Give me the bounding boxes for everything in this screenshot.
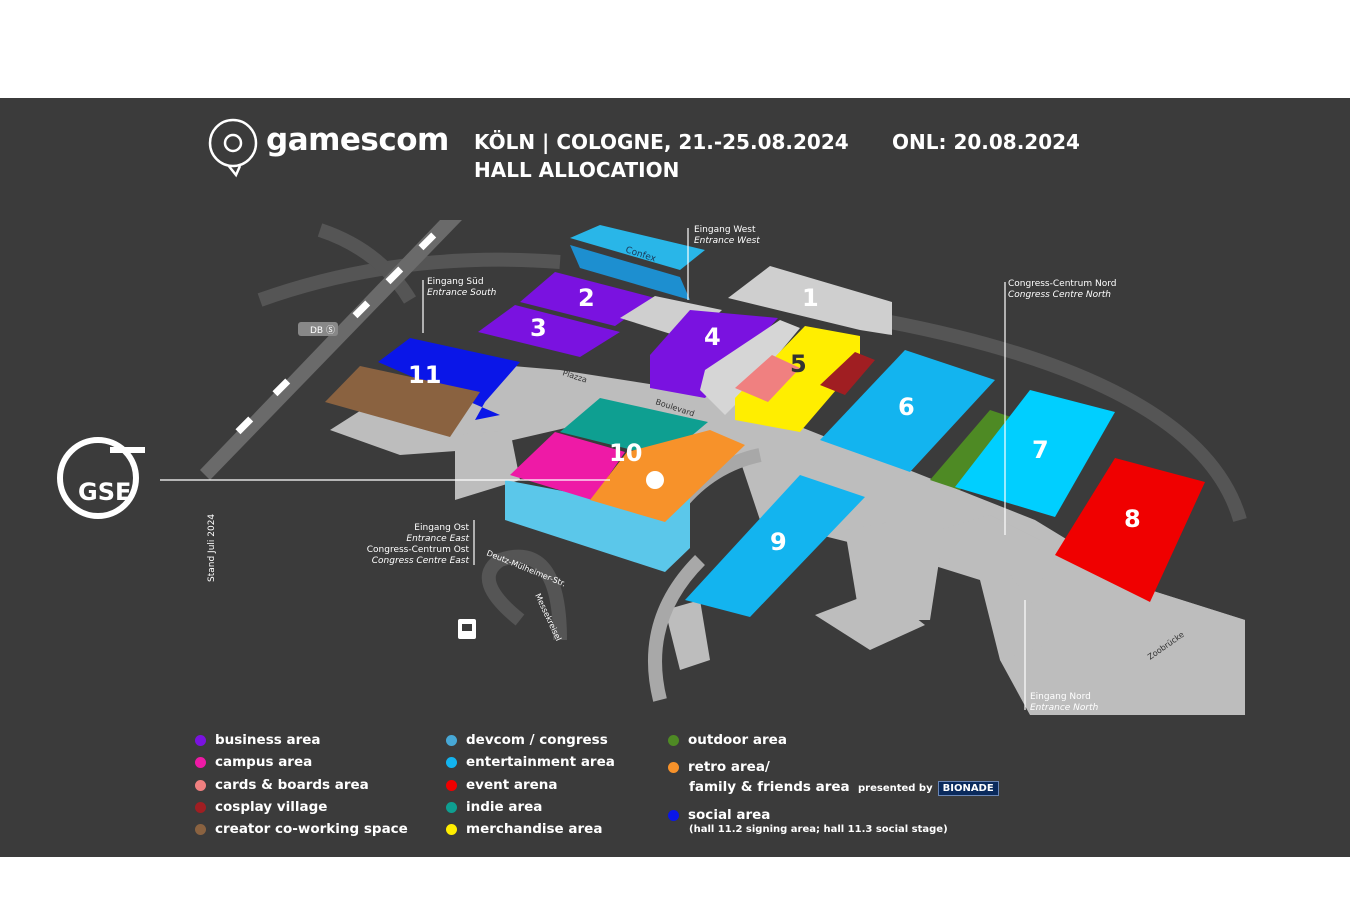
hall-4	[650, 310, 778, 398]
ramp	[648, 555, 705, 702]
hall-10-campus	[510, 432, 625, 500]
hall-label-6: 6	[898, 393, 915, 421]
legend-retro-line2: family & friends area	[689, 779, 850, 795]
legend-social: social area	[668, 807, 770, 823]
outdoor-area	[930, 410, 1020, 490]
entrance-pointers	[160, 228, 1026, 710]
hall-label-8: 8	[1124, 505, 1141, 533]
hall-9	[685, 475, 865, 617]
legend-cosplay: cosplay village	[195, 799, 327, 815]
hall-label-10: 10	[609, 439, 642, 467]
location-marker	[646, 471, 664, 489]
legend-business: business area	[195, 732, 321, 748]
legend-merch: merchandise area	[446, 821, 602, 837]
hall-label-7: 7	[1032, 436, 1049, 464]
hall-label-11: 11	[408, 361, 441, 389]
db-station-icon	[298, 322, 338, 336]
cc-east-en: Congress Centre East	[372, 556, 470, 566]
entrance-east-en: Entrance East	[406, 534, 469, 544]
hall-5-cosplay	[820, 352, 875, 395]
entrance-south-en: Entrance South	[427, 288, 497, 298]
cc-north-en: Congress Centre North	[1008, 290, 1111, 300]
hall-numbers: 1 2 3 4 5 6 7 8 9 10 11	[408, 284, 1141, 556]
cc-north-de: Congress-Centrum Nord	[1008, 279, 1116, 289]
legend-devcom: devcom / congress	[446, 732, 608, 748]
entrance-north-en: Entrance North	[1030, 703, 1099, 713]
hall-10-retro	[590, 430, 745, 522]
onl-date: ONL: 20.08.2024	[892, 130, 1080, 154]
cc-east-de: Congress-Centrum Ost	[367, 545, 470, 555]
legend-retro: retro area/	[668, 759, 770, 775]
entrance-west-en: Entrance West	[694, 236, 760, 246]
hall-5-cards	[735, 355, 800, 402]
legend-campus: campus area	[195, 754, 312, 770]
rail-marks	[235, 232, 437, 435]
tram-window	[462, 624, 472, 631]
entrance-east-de: Eingang Ost	[414, 523, 469, 533]
hall-label-5: 5	[790, 350, 807, 378]
db-label: DB Ⓢ	[310, 325, 335, 336]
entrance-south-de: Eingang Süd	[427, 277, 484, 287]
entrance-west-de: Eingang West	[694, 225, 756, 235]
bionade-logo: BIONADE	[937, 781, 999, 796]
grounds	[330, 360, 1245, 715]
page-title: HALL ALLOCATION	[474, 158, 680, 182]
railway	[200, 220, 462, 480]
logo-text: gamescom	[266, 122, 449, 158]
gse-text: GSE	[78, 478, 131, 506]
hall-label-4: 4	[704, 323, 721, 351]
legend-entertainment: entertainment area	[446, 754, 615, 770]
hall-4-arch	[700, 320, 800, 415]
legend-event: event arena	[446, 777, 558, 793]
hall-5	[735, 326, 860, 432]
legend-outdoor: outdoor area	[668, 732, 787, 748]
hall-label-9: 9	[770, 528, 787, 556]
hall-11-social	[378, 338, 520, 420]
gamescom-logo-icon	[208, 118, 258, 178]
stand-label: Stand Juli 2024	[207, 514, 217, 582]
hall-8	[1055, 458, 1205, 602]
legend-indie: indie area	[446, 799, 542, 815]
hall-6	[820, 350, 995, 472]
gse-watermark: GSE	[57, 437, 145, 519]
legend-social-note: (hall 11.2 signing area; hall 11.3 socia…	[689, 824, 948, 835]
hall-1	[728, 266, 892, 335]
entrance-labels: Eingang West Entrance West Eingang Süd E…	[367, 225, 1117, 713]
hall-7	[955, 390, 1115, 517]
entrance-north-de: Eingang Nord	[1030, 692, 1091, 702]
hall-label-3: 3	[530, 314, 547, 342]
hall-confex	[570, 225, 705, 270]
hall-3	[478, 305, 620, 357]
event-dates: KÖLN | COLOGNE, 21.-25.08.2024	[474, 130, 849, 154]
legend-cards: cards & boards area	[195, 777, 369, 793]
hall-label-1: 1	[802, 284, 819, 312]
legend-creator: creator co-working space	[195, 821, 408, 837]
hall-2	[520, 272, 655, 326]
hall-label-2: 2	[578, 284, 595, 312]
hall-11-creator	[325, 366, 480, 437]
confex-bridge	[570, 245, 690, 300]
